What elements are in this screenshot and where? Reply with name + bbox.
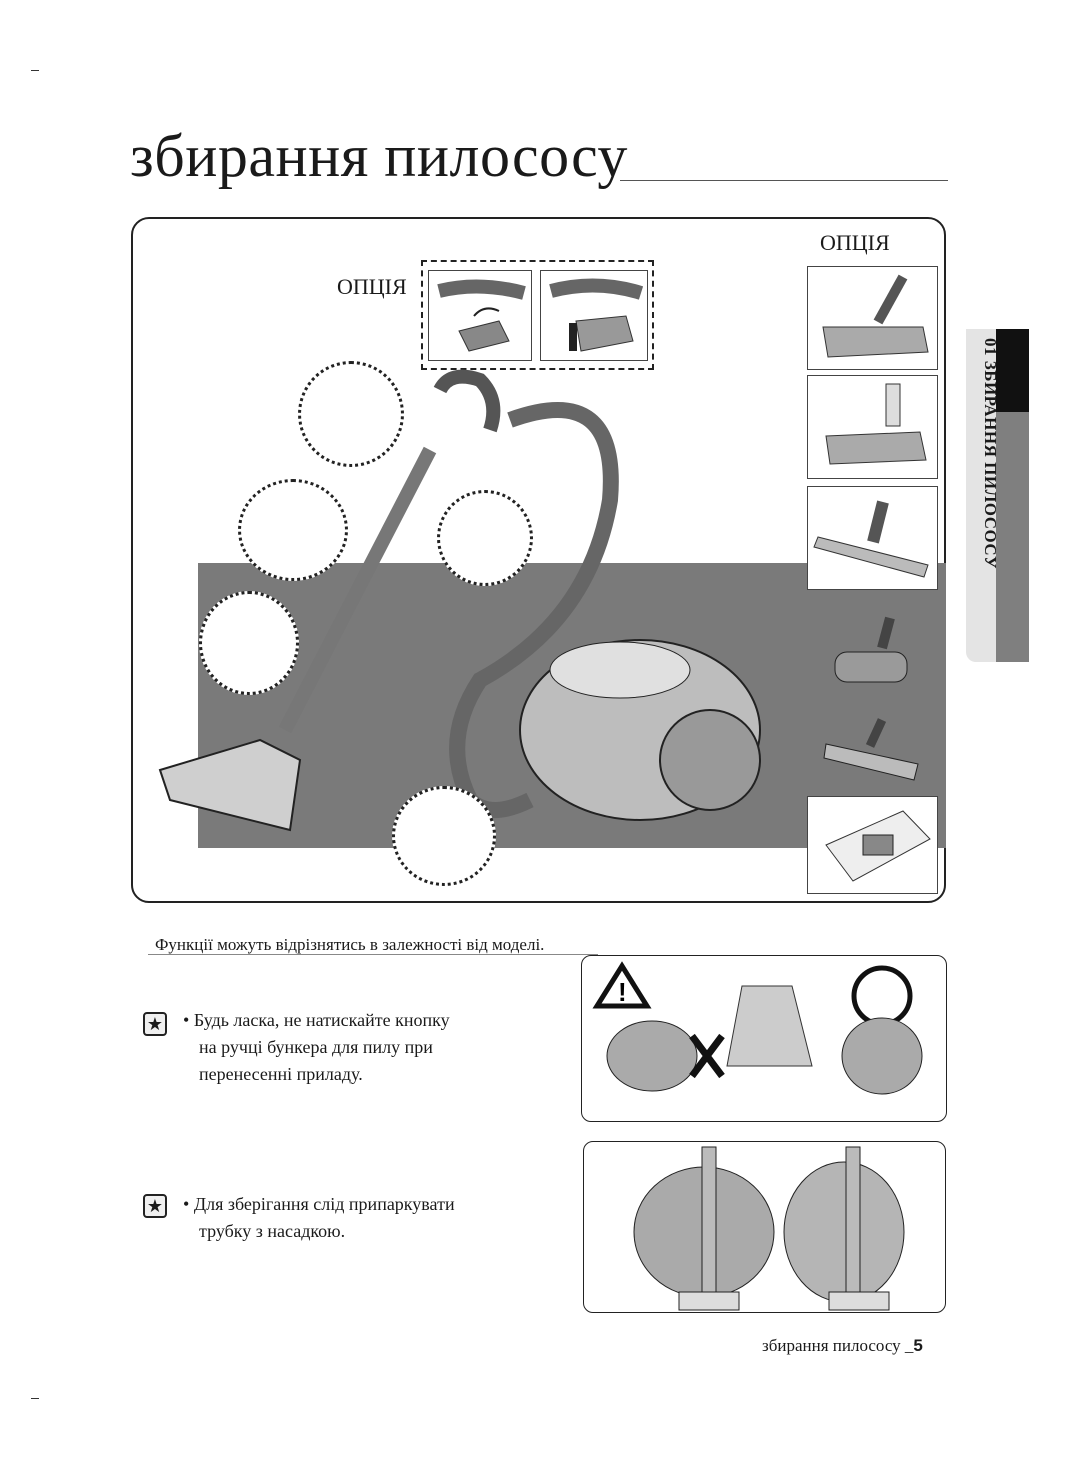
page-number: 5 bbox=[913, 1336, 923, 1355]
bullet-line: на ручці бункера для пилу при bbox=[199, 1037, 433, 1057]
star-icon: ★ bbox=[143, 1012, 167, 1036]
hose-attachment-image-1 bbox=[428, 270, 532, 361]
accessory-nozzle-2 bbox=[807, 375, 938, 479]
star-icon: ★ bbox=[143, 1194, 167, 1218]
title-rule bbox=[620, 180, 948, 181]
nozzle-drawing bbox=[825, 383, 927, 465]
carry-warning-image: ! bbox=[581, 955, 947, 1122]
detail-circle-hose-connect bbox=[298, 361, 404, 467]
model-note: Функції можуть відрізнятись в залежності… bbox=[155, 935, 545, 954]
bullet-carry-warning: • Будь ласка, не натискайте кнопку на ру… bbox=[183, 1007, 450, 1088]
nozzle-drawing bbox=[813, 500, 929, 578]
vacuum-illustration bbox=[150, 360, 790, 880]
bullet-text: Будь ласка, не натискайте кнопку bbox=[193, 1010, 450, 1030]
storage-drawing bbox=[633, 1146, 905, 1311]
detail-circle-telescopic bbox=[238, 479, 348, 581]
bullet-text: Для зберігання слід припаркувати bbox=[193, 1194, 455, 1214]
nozzle-drawing bbox=[822, 274, 929, 358]
option-label-right: ОПЦІЯ bbox=[820, 230, 890, 255]
option-label-left: ОПЦІЯ bbox=[337, 274, 407, 299]
svg-text:!: ! bbox=[618, 977, 627, 1007]
footer-text: збирання пилососу _ bbox=[762, 1336, 914, 1355]
bullet-storage-tip: • Для зберігання слід припаркувати трубк… bbox=[183, 1191, 455, 1245]
chapter-tab-marker bbox=[996, 329, 1029, 412]
bullet-line: • Для зберігання слід припаркувати bbox=[183, 1194, 455, 1214]
storage-image bbox=[583, 1141, 946, 1313]
hose-attachment-drawing bbox=[549, 278, 644, 352]
cloth-pad-drawing bbox=[825, 810, 931, 882]
vacuum-cleaner-drawing bbox=[158, 369, 761, 832]
detail-circle-hose-inlet bbox=[392, 786, 496, 886]
crop-mark bbox=[31, 70, 39, 71]
accessory-nozzle-3 bbox=[807, 486, 938, 590]
hose-attachment-drawing bbox=[437, 279, 526, 352]
page-footer: збирання пилососу _5 bbox=[762, 1336, 923, 1356]
accessory-floor-tool bbox=[822, 716, 922, 792]
floor-tool-drawing bbox=[823, 718, 919, 781]
accessory-cloth-pad bbox=[807, 796, 938, 894]
detail-circle-nozzle-connect bbox=[199, 591, 299, 695]
accessory-turbo-brush bbox=[830, 612, 910, 696]
chapter-tab-bar bbox=[996, 412, 1029, 662]
option-frame bbox=[421, 260, 654, 370]
hose-attachment-image-2 bbox=[540, 270, 648, 361]
page-title: збирання пилососу bbox=[130, 123, 628, 189]
turbo-brush-drawing bbox=[834, 616, 908, 683]
carry-warning-drawing: ! bbox=[592, 961, 923, 1095]
accessory-nozzle-1 bbox=[807, 266, 938, 370]
crop-mark bbox=[31, 1398, 39, 1399]
chapter-tab-label: 01 ЗБИРАННЯ ПИЛОСОСУ bbox=[981, 338, 1000, 569]
note-rule bbox=[148, 954, 598, 955]
bullet-line: • Будь ласка, не натискайте кнопку bbox=[183, 1010, 450, 1030]
detail-circle-batteries bbox=[437, 490, 533, 586]
bullet-line: перенесенні приладу. bbox=[199, 1064, 363, 1084]
bullet-line: трубку з насадкою. bbox=[199, 1221, 346, 1241]
